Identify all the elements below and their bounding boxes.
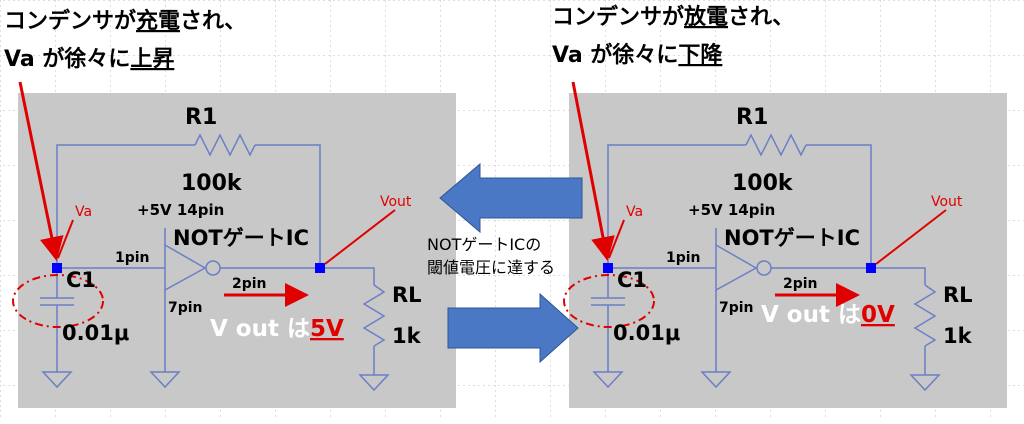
va-label: Va bbox=[75, 204, 92, 220]
c1-value: 0.01μ bbox=[613, 321, 680, 345]
middle-note-line1: NOTゲートICの bbox=[427, 235, 541, 254]
left-note-line1: コンデンサが充電され、 bbox=[4, 8, 246, 34]
supply-label: +5V 14pin bbox=[688, 201, 775, 219]
capacitor-highlight bbox=[563, 274, 655, 328]
rl-value: 1k bbox=[392, 324, 422, 348]
c1-label: C1 bbox=[617, 268, 647, 292]
pin7-label: 7pin bbox=[719, 300, 754, 316]
r1-value: 100k bbox=[181, 171, 243, 196]
pin2-label: 2pin bbox=[783, 276, 818, 292]
pin1-label: 1pin bbox=[666, 250, 701, 266]
right-output-text: V out は0V bbox=[761, 302, 895, 328]
left-circuit: R1 100k +5V 14pin NOTゲートIC Va Vout 1pin … bbox=[12, 81, 456, 408]
va-node bbox=[603, 263, 613, 273]
middle-note-line2: 閾値電圧に達する bbox=[427, 258, 555, 277]
vout-label-line bbox=[875, 209, 947, 265]
right-output-value: 0V bbox=[861, 302, 895, 328]
left-note-line2: Va が徐々に上昇 bbox=[4, 46, 174, 72]
left-output-value: 5V bbox=[310, 316, 344, 342]
ic-label: NOTゲートIC bbox=[173, 226, 309, 250]
va-pointer-line bbox=[18, 81, 64, 261]
right-wires bbox=[591, 133, 941, 392]
pin1-label: 1pin bbox=[115, 250, 150, 266]
va-node bbox=[52, 263, 62, 273]
va-pointer-line bbox=[571, 81, 615, 261]
rl-value: 1k bbox=[943, 324, 973, 348]
vout-node bbox=[866, 263, 876, 273]
right-note-line1: コンデンサが放電され、 bbox=[552, 4, 794, 30]
r1-value: 100k bbox=[732, 171, 794, 196]
right-note-line2: Va が徐々に下降 bbox=[552, 42, 723, 68]
supply-label: +5V 14pin bbox=[137, 201, 224, 219]
ic-label: NOTゲートIC bbox=[724, 226, 860, 250]
va-label-line bbox=[57, 219, 74, 259]
rl-label: RL bbox=[943, 283, 973, 307]
va-label-line bbox=[608, 219, 625, 259]
back-arrow bbox=[439, 162, 583, 234]
va-label: Va bbox=[626, 204, 643, 220]
left-wires bbox=[40, 133, 390, 392]
capacitor-highlight bbox=[12, 274, 104, 328]
r1-label: R1 bbox=[185, 105, 217, 130]
pin2-label: 2pin bbox=[232, 276, 267, 292]
left-output-text: V out は5V bbox=[210, 316, 344, 342]
vout-label: Vout bbox=[380, 194, 412, 210]
vout-label: Vout bbox=[931, 194, 963, 210]
vout-node bbox=[315, 263, 325, 273]
right-circuit: R1 100k +5V 14pin NOTゲートIC Va Vout 1pin … bbox=[563, 81, 1007, 408]
c1-value: 0.01μ bbox=[62, 321, 129, 345]
c1-label: C1 bbox=[66, 268, 96, 292]
vout-label-line bbox=[324, 209, 396, 265]
forward-arrow bbox=[447, 292, 579, 364]
pin7-label: 7pin bbox=[168, 300, 203, 316]
r1-label: R1 bbox=[736, 105, 768, 130]
rl-label: RL bbox=[392, 283, 422, 307]
